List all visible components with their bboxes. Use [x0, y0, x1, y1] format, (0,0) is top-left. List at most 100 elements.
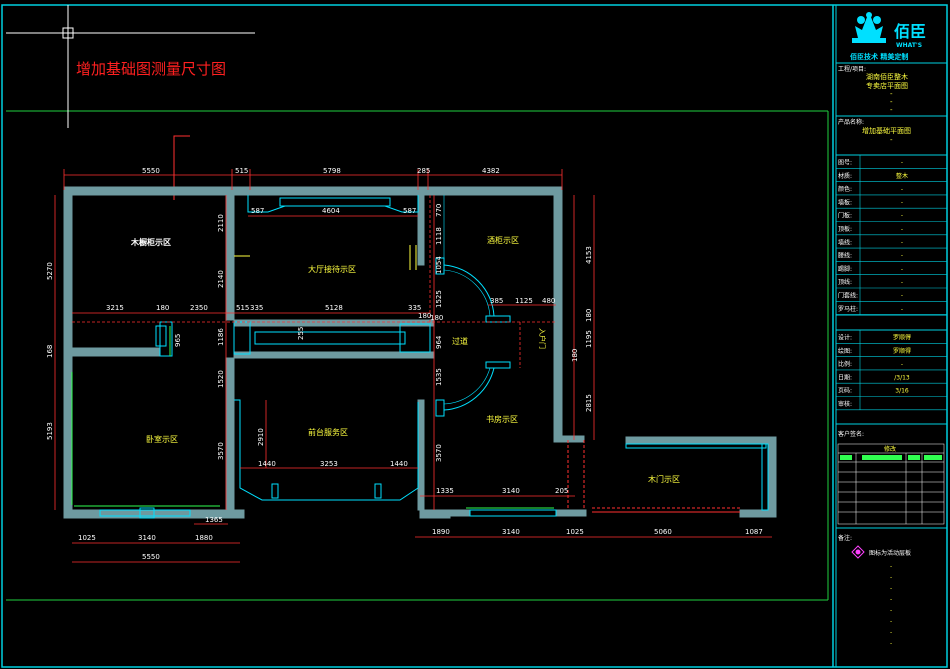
dim-inner-2: 4604	[322, 207, 340, 215]
note-dash: -	[890, 629, 892, 636]
note-dash: -	[890, 574, 892, 581]
dim-top-2: 515	[235, 167, 248, 175]
revision-label: 修改	[884, 445, 896, 453]
dim-bottom1-3: 1440	[390, 460, 408, 468]
spec-value: -	[901, 226, 903, 233]
revision-markers	[840, 455, 942, 460]
room-passage: 过道	[452, 336, 468, 346]
room-side-door: 入户门	[538, 328, 547, 349]
spec-key: 顶板:	[838, 225, 852, 233]
note-dash: -	[890, 585, 892, 592]
dim-misc-1: 255	[297, 327, 305, 340]
dim-vd-5: 180	[430, 314, 443, 322]
dim-vd-1: 770	[435, 204, 443, 217]
revision-table	[837, 443, 945, 525]
dim-misc-2: 180	[418, 312, 431, 320]
dim-top-3: 5798	[323, 167, 341, 175]
dim-vr-2: 1195	[585, 330, 593, 348]
spec-key: 腰线:	[838, 252, 852, 260]
dim-inner-3: 587	[403, 207, 416, 215]
spec-key: 踢脚:	[838, 265, 852, 273]
brand-cn: 佰臣	[894, 22, 926, 41]
room-wood: 木橱柜示区	[130, 237, 171, 247]
dim-bl-row-1: 1025	[78, 534, 96, 542]
dim-bl-row-2: 3140	[138, 534, 156, 542]
window-strips	[71, 326, 585, 509]
project-label: 工程/项目:	[838, 65, 866, 73]
dim-vr-5: 2815	[585, 394, 593, 412]
dim-bottom2-1: 1335	[436, 487, 454, 495]
sign-key: 比例:	[838, 360, 852, 368]
note-dash: -	[890, 607, 892, 614]
dim-vd-3: 1054	[435, 256, 443, 274]
dim-left-1: 5270	[46, 262, 54, 280]
drawing-line-2: -	[890, 136, 893, 144]
room-bedroom: 卧室示区	[146, 434, 178, 444]
dim-mid-6: 5128	[325, 304, 343, 312]
dim-vr-3: 180	[585, 309, 593, 322]
drawing-label: 产品名称:	[838, 118, 864, 126]
spec-key: 墙线:	[838, 238, 852, 246]
dim-right-2: 1125	[515, 297, 533, 305]
dim-vl-5: 1520	[217, 370, 225, 388]
brand-en: WHAT'S	[896, 42, 922, 49]
dim-br-row-2: 3140	[502, 528, 520, 536]
dim-bottom-left: 1365	[205, 516, 223, 524]
dim-bottom1-1: 1440	[258, 460, 276, 468]
brand-slogan: 佰臣技术 精美定制	[850, 52, 908, 61]
spec-value: -	[901, 306, 903, 313]
project-line-2: 专卖店平面图	[866, 81, 908, 90]
dim-br-row-3: 1025	[566, 528, 584, 536]
dim-vr-4: 180	[571, 349, 579, 362]
room-wine: 酒柜示区	[487, 235, 519, 245]
spec-value: 整木	[896, 172, 908, 180]
title-block: 佰臣 WHAT'S 佰臣技术 精美定制 工程/项目: 湖南佰臣整木 专卖店平面图…	[836, 12, 947, 647]
dim-vd-4: 1525	[435, 290, 443, 308]
dim-left-3: 5193	[46, 422, 54, 440]
dashed-lines	[72, 195, 555, 368]
dim-top-4: 285	[417, 167, 430, 175]
sign-key: 绘图:	[838, 347, 852, 355]
dim-right-3: 480	[542, 297, 555, 305]
spec-key: 顶线:	[838, 278, 852, 286]
sign-value: 3/16	[895, 388, 909, 395]
notes-dashes: --------	[890, 563, 892, 647]
dim-vl-6: 3570	[217, 442, 225, 460]
wall-details	[99, 195, 769, 519]
dim-vd-6: 964	[435, 335, 443, 349]
shelf-marker-icon	[851, 545, 865, 559]
dim-bottom2-2: 3140	[502, 487, 520, 495]
dim-br-row-5: 1087	[745, 528, 763, 536]
sign-key: 页码:	[838, 387, 852, 395]
dim-mid-7: 335	[408, 304, 421, 312]
sign-key: 设计:	[838, 334, 852, 342]
spec-key: 墙板:	[838, 198, 852, 206]
spec-value: -	[901, 266, 903, 273]
brand-logo-icon	[852, 12, 886, 43]
note-dash: -	[890, 640, 892, 647]
crosshair-cursor-icon[interactable]	[6, 5, 255, 128]
sign-value: /3/13	[894, 374, 910, 381]
dim-bottom2-3: 205	[555, 487, 568, 495]
notes-text: 图标为活动层板	[869, 549, 911, 557]
spec-value: -	[901, 279, 903, 286]
room-lobby: 大厅接待示区	[308, 264, 356, 274]
walls	[63, 186, 777, 519]
spec-value: -	[901, 293, 903, 300]
leader-line	[173, 135, 190, 200]
spec-key: 门套线:	[838, 292, 858, 300]
project-line-5: -	[890, 106, 893, 114]
room-study: 书房示区	[486, 414, 518, 424]
dimension-texts: 5550 515 5798 285 4382 587 4604 587 3215…	[46, 167, 763, 561]
dim-vd-8: 3570	[435, 444, 443, 462]
dim-bl-row-3: 1880	[195, 534, 213, 542]
dim-mid-2: 180	[156, 304, 169, 312]
dim-vd-7: 1535	[435, 368, 443, 386]
dim-br-row-1: 1890	[432, 528, 450, 536]
room-labels: 木橱柜示区 大厅接待示区 酒柜示区 卧室示区 前台服务区 过道 书房示区 木门示…	[130, 235, 680, 484]
dim-top-1: 5550	[142, 167, 160, 175]
dim-vr-1: 4153	[585, 246, 593, 264]
spec-key: 罗马柱:	[838, 305, 858, 313]
dim-mid-3: 2350	[190, 304, 208, 312]
